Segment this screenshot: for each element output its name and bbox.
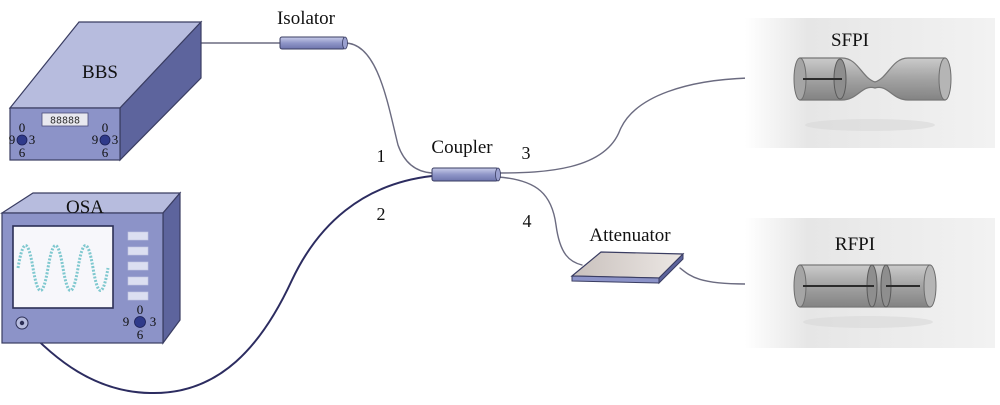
coupler-label: Coupler <box>431 137 493 158</box>
bbs-right-dial-left: 9 <box>92 132 99 147</box>
isolator-label: Isolator <box>277 8 336 29</box>
osa-button[interactable] <box>127 231 149 241</box>
sfpi-right-end <box>938 57 952 101</box>
osa-side-face <box>162 191 181 345</box>
osa-button[interactable] <box>127 291 149 301</box>
bbs-left-dial-right: 3 <box>29 132 36 147</box>
port-2-label: 2 <box>377 204 386 224</box>
isolator-body <box>279 36 346 50</box>
rfpi-sensor: RFPI <box>745 218 995 348</box>
fiber-osa-coupler <box>21 175 433 395</box>
bbs-right-dial[interactable]: 0 9 3 6 <box>92 120 119 160</box>
fiber-coupler-sfpi <box>497 77 749 174</box>
bbs-left-dial-knob[interactable] <box>16 134 28 146</box>
fiber-lines <box>21 42 749 395</box>
fiber-attenuator-rfpi <box>679 267 746 285</box>
osa-dial-bottom: 6 <box>137 327 144 342</box>
bbs-label: BBS <box>82 62 118 83</box>
osa-buttons <box>127 231 149 301</box>
osa-button[interactable] <box>127 246 149 256</box>
osa-dial-knob[interactable] <box>134 316 146 328</box>
osa-dial-left: 9 <box>123 314 130 329</box>
fiber-isolator-coupler <box>344 42 433 174</box>
port-1-label: 1 <box>377 146 386 166</box>
osa-label: OSA <box>66 197 104 218</box>
bbs-left-dial-top: 0 <box>19 120 26 135</box>
osa-dial-right: 3 <box>150 314 157 329</box>
fiber-coupler-attenuator <box>497 176 583 266</box>
bbs-right-dial-top: 0 <box>102 120 109 135</box>
osa-dial-top: 0 <box>137 302 144 317</box>
coupler-device: Coupler <box>431 137 501 182</box>
coupler-body <box>431 167 499 182</box>
bbs-display <box>41 112 89 127</box>
attenuator-device: Attenuator <box>570 225 685 285</box>
bbs-left-dial-left: 9 <box>9 132 16 147</box>
osa-button[interactable] <box>127 261 149 271</box>
osa-button[interactable] <box>127 276 149 286</box>
bbs-right-dial-knob[interactable] <box>99 134 111 146</box>
osa-input-port[interactable] <box>15 316 29 330</box>
rfpi-right-end <box>923 264 937 308</box>
bbs-left-dial-bottom: 6 <box>19 145 26 160</box>
sfpi-label: SFPI <box>831 30 869 51</box>
osa-dial[interactable]: 0 9 3 6 <box>123 302 157 342</box>
bbs-right-dial-bottom: 6 <box>102 145 109 160</box>
osa-device: OSA 0 9 3 6 <box>0 191 182 345</box>
isolator-device: Isolator <box>277 8 348 50</box>
osa-spectrum-waveform <box>16 244 110 292</box>
attenuator-side <box>658 252 684 285</box>
port-3-label: 3 <box>522 143 531 163</box>
bbs-display-digits: 88888 <box>50 116 80 127</box>
port-4-label: 4 <box>523 211 532 231</box>
bbs-right-dial-right: 3 <box>112 132 119 147</box>
bbs-left-dial[interactable]: 0 9 3 6 <box>9 120 36 160</box>
sfpi-sensor: SFPI <box>745 18 995 148</box>
attenuator-label: Attenuator <box>589 225 671 246</box>
rfpi-label: RFPI <box>835 234 875 255</box>
bbs-device: BBS 88888 0 9 3 6 0 9 3 6 <box>8 20 203 162</box>
